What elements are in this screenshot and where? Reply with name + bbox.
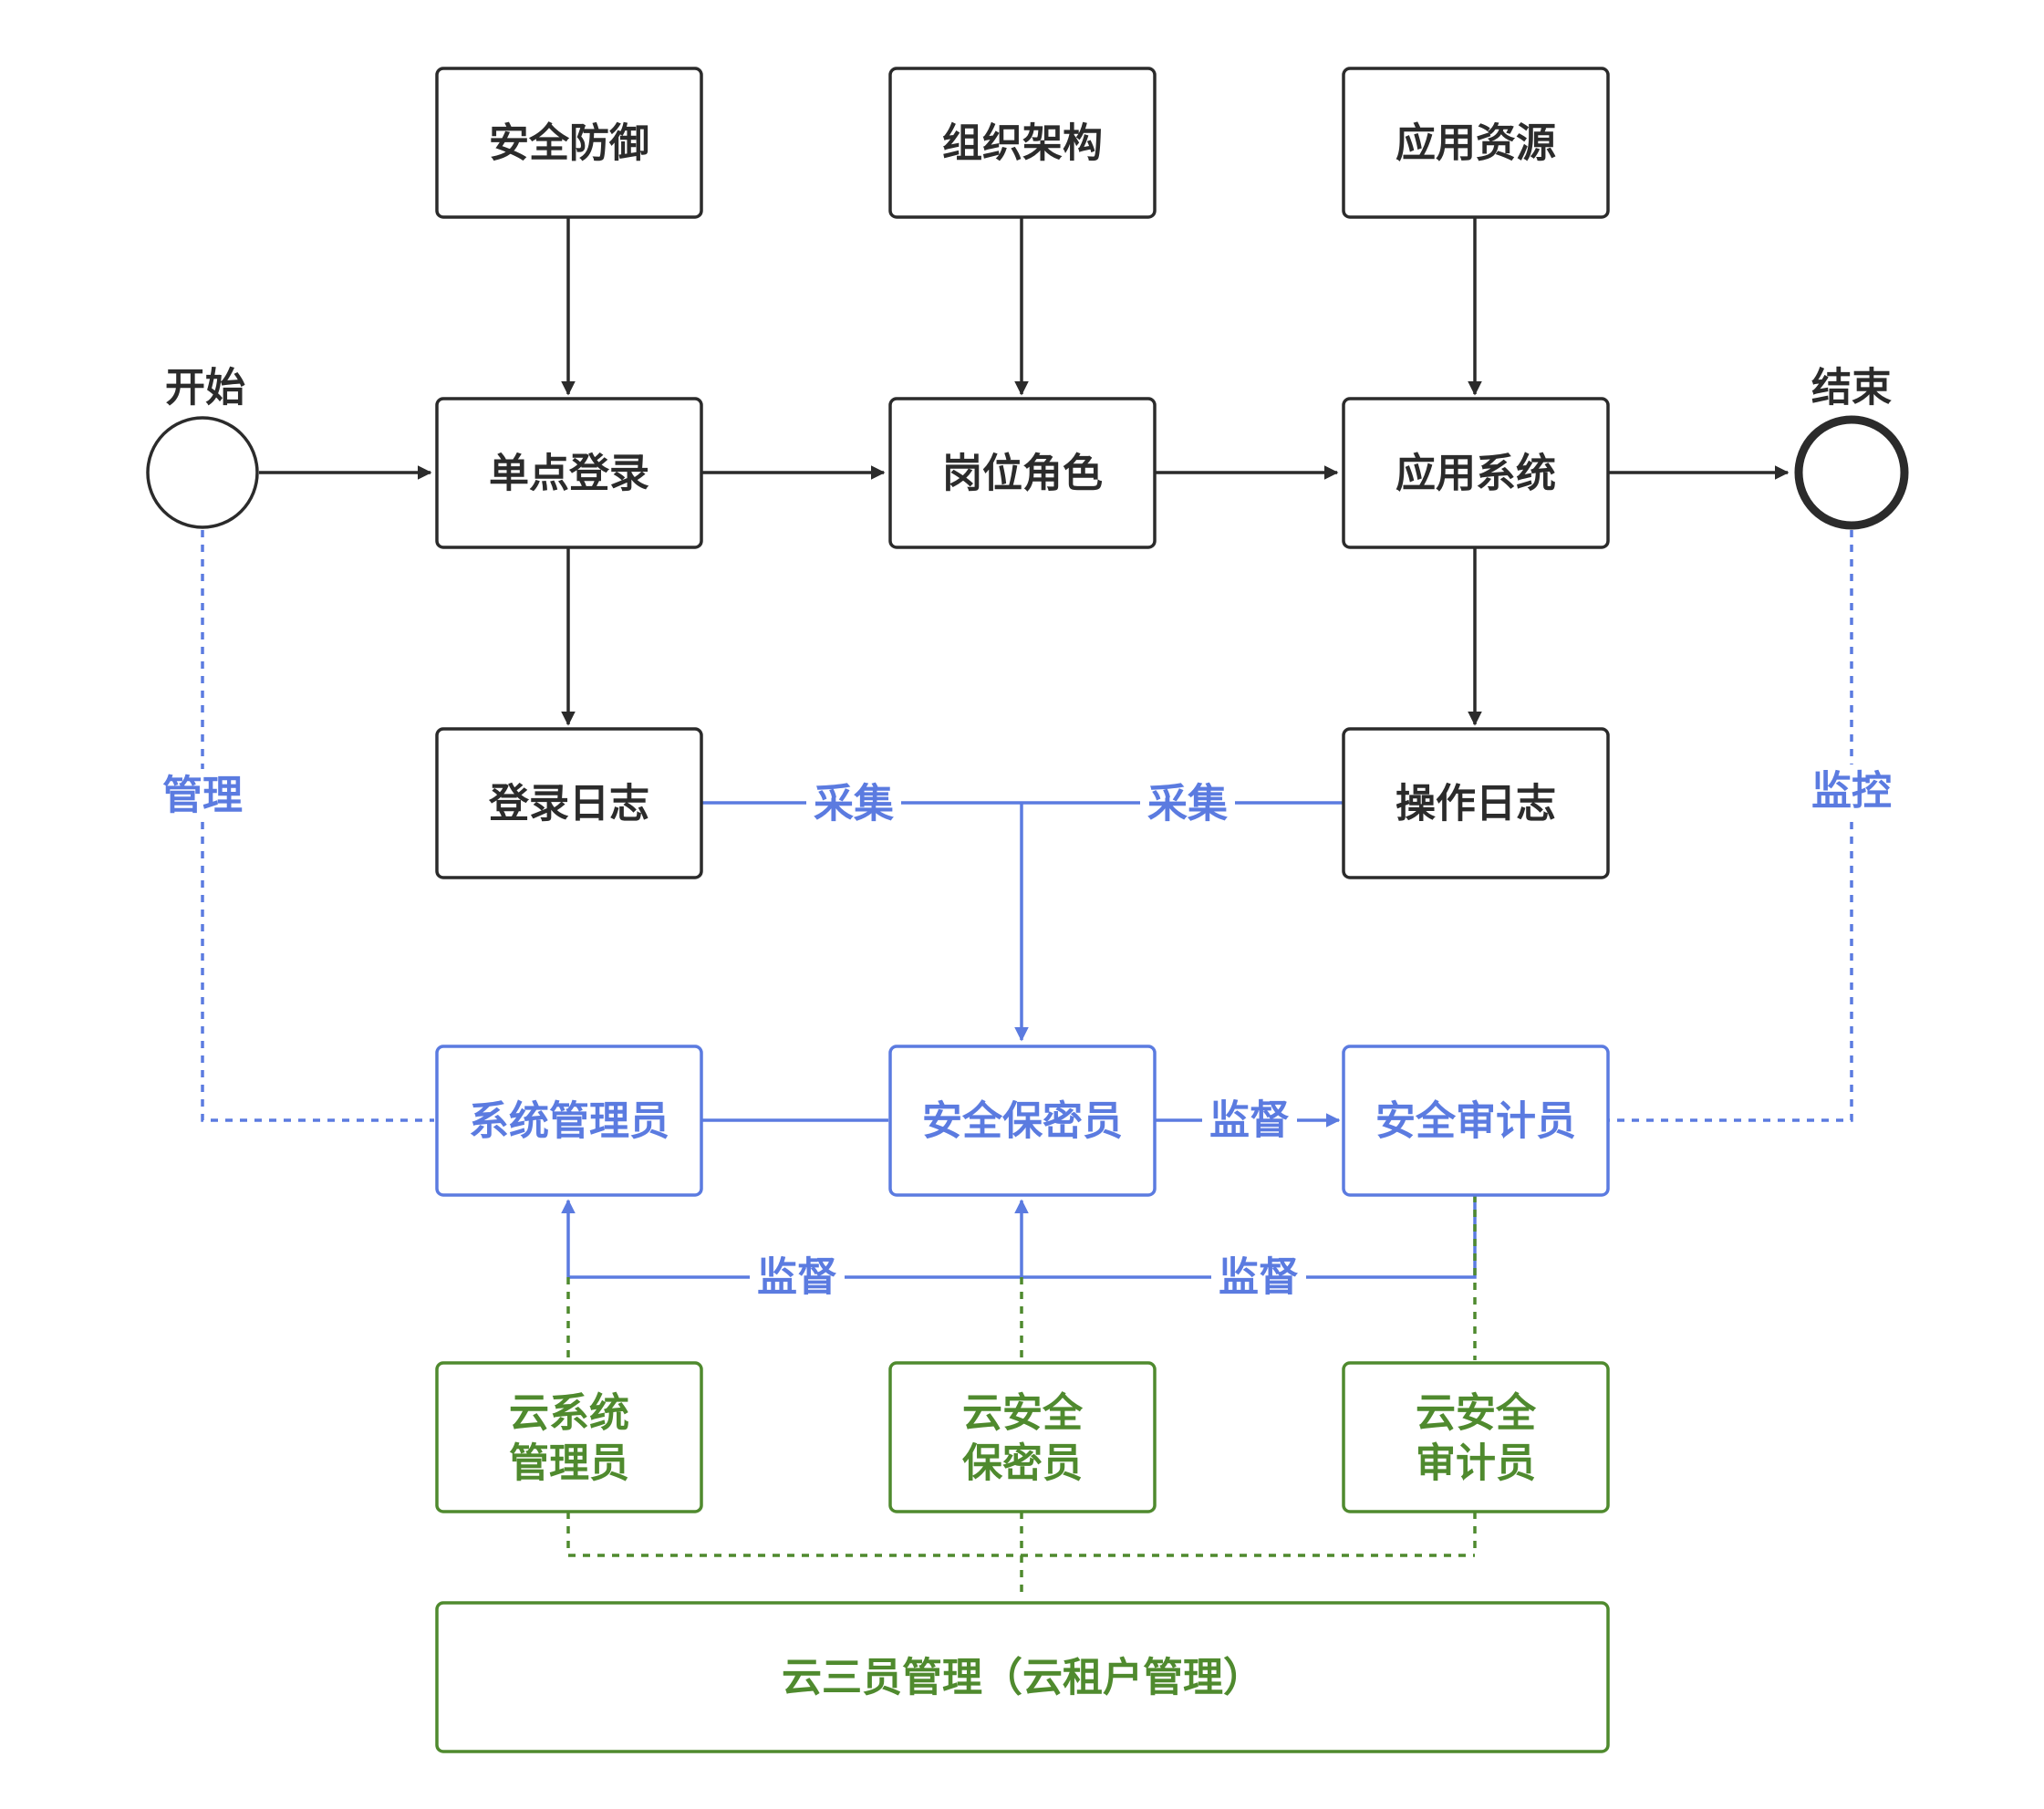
- end-event: 结束: [1794, 365, 1909, 530]
- edge-label-supervise-mid-text: 监督: [1209, 1097, 1290, 1144]
- node-org-structure: 组织架构: [888, 67, 1157, 219]
- node-post-role: 岗位角色: [888, 397, 1157, 549]
- start-circle: [146, 416, 259, 529]
- edge-label-supervise-right-text: 监督: [1219, 1254, 1299, 1301]
- node-login-log: 登录日志: [435, 727, 703, 879]
- start-label: 开始: [165, 365, 245, 411]
- node-app-resources-text: 应用资源: [1396, 120, 1556, 167]
- edge-label-collect-right: 采集: [1140, 777, 1235, 830]
- node-cloud-security-auditor-line2: 审计员: [1416, 1440, 1536, 1487]
- edge-auditor-supervise-loop: [568, 1195, 1477, 1279]
- end-label: 结束: [1811, 365, 1892, 411]
- edge-label-manage-text: 管理: [162, 773, 243, 819]
- node-cloud-security-officer-line2: 保密员: [962, 1440, 1083, 1487]
- node-security-auditor-text: 安全审计员: [1375, 1098, 1576, 1145]
- node-cloud-three-admin: 云三员管理（云租户管理）: [435, 1601, 1610, 1753]
- node-app-system-text: 应用系统: [1396, 451, 1556, 497]
- edge-label-collect-left: 采集: [806, 777, 901, 830]
- node-operation-log-text: 操作日志: [1396, 781, 1556, 827]
- node-sys-admin-text: 系统管理员: [469, 1098, 669, 1145]
- edge-label-supervise-mid: 监督: [1202, 1094, 1297, 1147]
- edge-label-monitor: 监控: [1804, 764, 1899, 817]
- node-app-resources: 应用资源: [1342, 67, 1610, 219]
- node-sys-admin: 系统管理员: [435, 1045, 703, 1197]
- node-security-defense-text: 安全防御: [489, 120, 649, 167]
- edge-label-supervise-left: 监督: [750, 1251, 845, 1304]
- node-security-officer-text: 安全保密员: [922, 1098, 1123, 1145]
- node-app-system: 应用系统: [1342, 397, 1610, 549]
- edge-label-collect-left-text: 采集: [814, 781, 894, 827]
- node-sso: 单点登录: [435, 397, 703, 549]
- node-org-structure-text: 组织架构: [942, 120, 1103, 167]
- node-cloud-sys-admin-line1: 云系统: [509, 1390, 629, 1437]
- node-cloud-sys-admin-line2: 管理员: [509, 1440, 629, 1487]
- node-post-role-text: 岗位角色: [942, 451, 1103, 497]
- edge-label-manage: 管理: [155, 769, 250, 822]
- edge-start-manage-dashed: [201, 530, 434, 1122]
- end-circle: [1794, 415, 1909, 530]
- edge-label-supervise-left-text: 监督: [757, 1254, 837, 1301]
- node-login-log-text: 登录日志: [488, 781, 649, 827]
- node-cloud-security-auditor: 云安全 审计员: [1342, 1361, 1610, 1513]
- edge-label-monitor-text: 监控: [1811, 768, 1892, 815]
- node-sso-text: 单点登录: [489, 451, 649, 497]
- edge-end-monitor-dashed: [1608, 530, 1853, 1122]
- edge-label-collect-right-text: 采集: [1147, 781, 1228, 827]
- node-cloud-three-admin-text: 云三员管理（云租户管理）: [782, 1655, 1263, 1701]
- node-security-officer: 安全保密员: [888, 1045, 1157, 1197]
- edge-label-supervise-right: 监督: [1211, 1251, 1306, 1304]
- start-event: 开始: [146, 365, 259, 529]
- node-operation-log: 操作日志: [1342, 727, 1610, 879]
- node-security-auditor: 安全审计员: [1342, 1045, 1610, 1197]
- node-cloud-sys-admin: 云系统 管理员: [435, 1361, 703, 1513]
- node-cloud-security-officer: 云安全 保密员: [888, 1361, 1157, 1513]
- node-cloud-security-auditor-line1: 云安全: [1416, 1390, 1537, 1437]
- node-cloud-security-officer-line1: 云安全: [962, 1390, 1084, 1437]
- node-security-defense: 安全防御: [435, 67, 703, 219]
